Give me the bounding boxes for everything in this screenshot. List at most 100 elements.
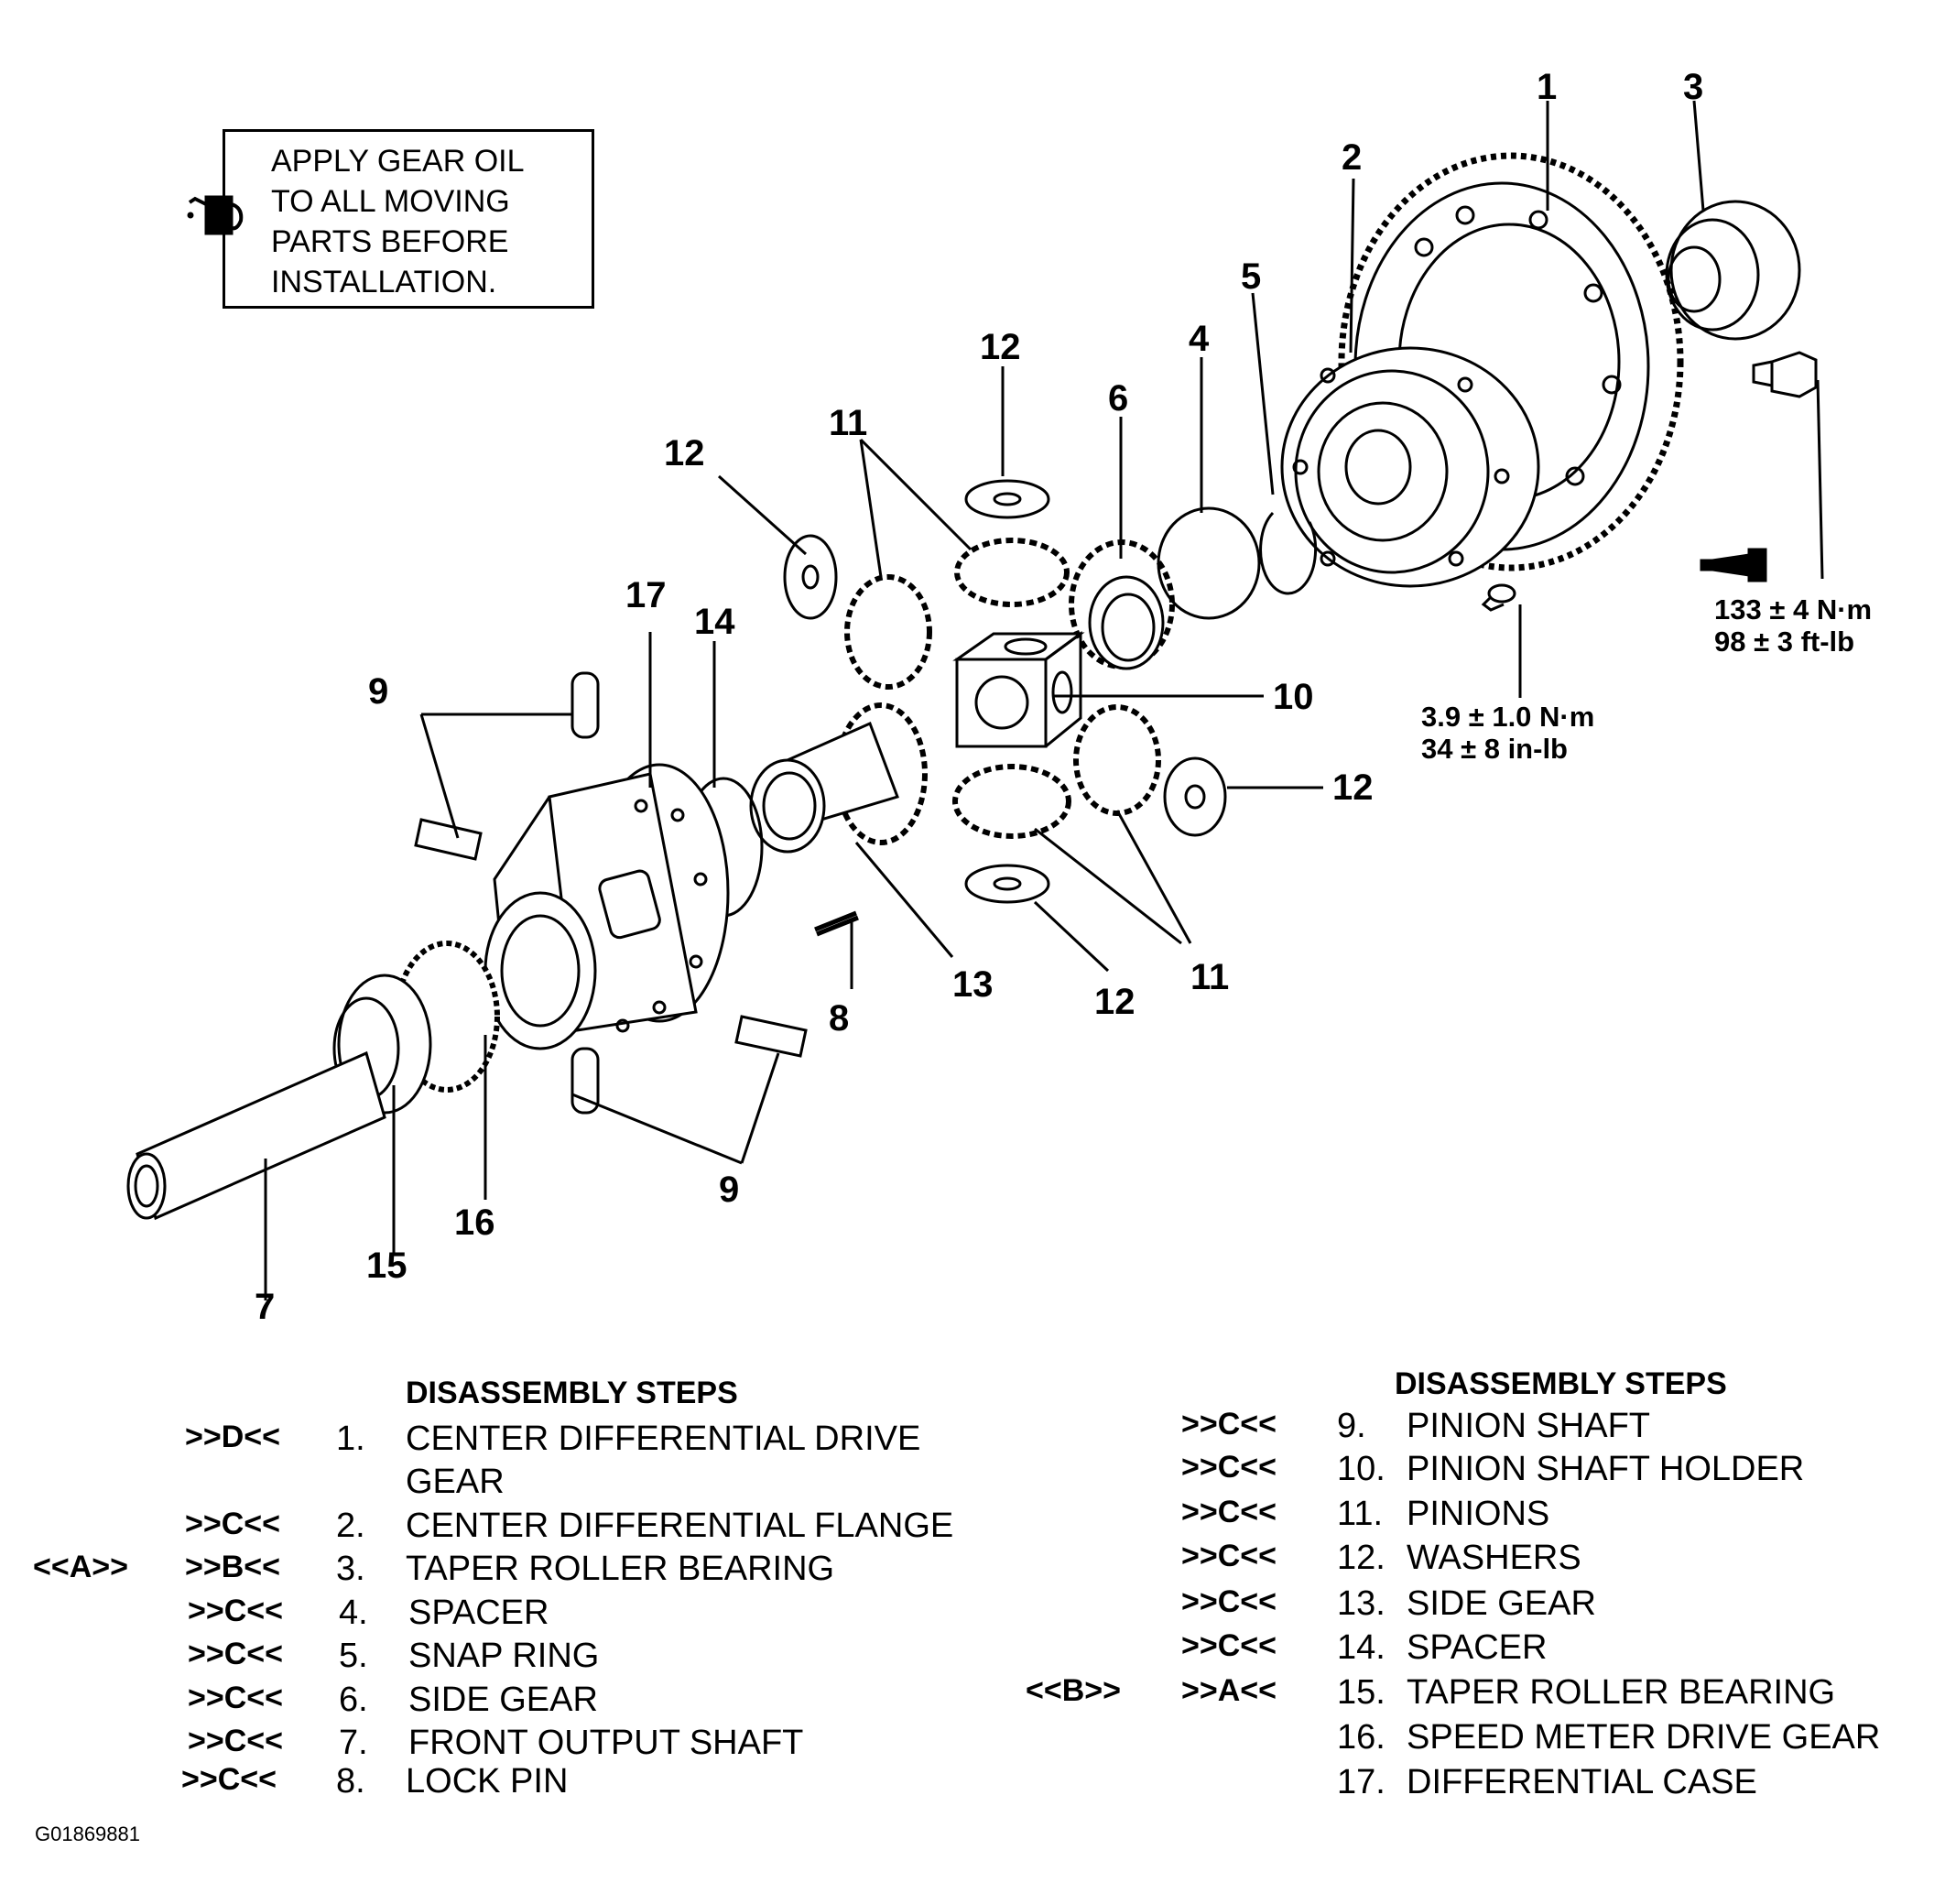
step-code: >>C<< — [188, 1681, 283, 1715]
step-number: 13. — [1337, 1584, 1385, 1623]
step-code: >>C<< — [1181, 1407, 1277, 1442]
callout-4: 4 — [1189, 319, 1210, 359]
step-number: 9. — [1337, 1407, 1366, 1445]
torque-inlb: 34 ± 8 in-lb — [1421, 733, 1568, 765]
drive-gear-bolt — [1752, 351, 1818, 398]
part-13-side-gear — [749, 702, 928, 854]
part-10-pinion-shaft-holder — [952, 631, 1085, 748]
note-line: INSTALLATION. — [271, 265, 497, 299]
step-text: SIDE GEAR — [1407, 1584, 1596, 1623]
callout-12-bottom: 12 — [1094, 982, 1135, 1022]
callout-17: 17 — [625, 575, 667, 615]
callout-13: 13 — [952, 964, 994, 1005]
step-text: PINION SHAFT — [1407, 1407, 1651, 1445]
step-text: PINIONS — [1407, 1495, 1550, 1533]
step-code: >>B<< — [185, 1550, 280, 1584]
step-number: 11. — [1337, 1495, 1384, 1533]
step-code: >>C<< — [1181, 1495, 1277, 1529]
step-text: TAPER ROLLER BEARING — [406, 1550, 835, 1588]
step-text: SIDE GEAR — [408, 1681, 598, 1719]
note-line: PARTS BEFORE — [271, 224, 509, 259]
note-line: APPLY GEAR OIL — [271, 144, 525, 179]
callout-11-bottom: 11 — [1190, 957, 1229, 997]
step-number: 6. — [339, 1681, 368, 1719]
callout-5: 5 — [1241, 256, 1261, 297]
part-9-pinion-shafts — [414, 671, 808, 1115]
callout-2: 2 — [1342, 137, 1362, 178]
step-text: SPACER — [1407, 1628, 1548, 1667]
part-17-differential-case — [484, 763, 730, 1050]
callout-12-top: 12 — [980, 327, 1021, 367]
step-text: SPACER — [408, 1594, 549, 1632]
step-number: 4. — [339, 1594, 368, 1632]
step-text: CENTER DIFFERENTIAL DRIVE — [406, 1420, 921, 1458]
step-number: 2. — [336, 1507, 365, 1545]
step-number: 14. — [1337, 1628, 1385, 1667]
step-number: 17. — [1337, 1763, 1385, 1801]
callout-9-bottom: 9 — [719, 1170, 739, 1210]
step-text: DIFFERENTIAL CASE — [1407, 1763, 1757, 1801]
step-code: >>C<< — [188, 1724, 283, 1758]
step-code: >>C<< — [188, 1637, 283, 1671]
step-number: 7. — [339, 1724, 368, 1762]
step-prefix: <<B>> — [1026, 1673, 1121, 1708]
callout-3: 3 — [1683, 67, 1703, 107]
callout-12-left: 12 — [664, 433, 705, 473]
step-code: >>C<< — [1181, 1539, 1277, 1573]
step-number: 10. — [1337, 1450, 1385, 1488]
sealant-tube-icon — [1700, 548, 1767, 582]
step-number: 8. — [336, 1762, 365, 1801]
plug-torque-spec: 3.9 ± 1.0 N·m 34 ± 8 in-lb — [1421, 701, 1594, 765]
step-code: >>D<< — [185, 1420, 280, 1454]
step-text: LOCK PIN — [406, 1762, 569, 1801]
part-3-taper-roller-bearing — [1665, 200, 1801, 341]
note-box — [223, 129, 594, 309]
callout-9-top: 9 — [368, 671, 388, 712]
step-text: FRONT OUTPUT SHAFT — [408, 1724, 804, 1762]
step-code: >>A<< — [1181, 1673, 1277, 1708]
step-text: WASHERS — [1407, 1539, 1581, 1577]
figure-id: G01869881 — [35, 1822, 140, 1845]
step-number: 12. — [1337, 1539, 1385, 1577]
callout-8: 8 — [829, 998, 849, 1039]
step-text: CENTER DIFFERENTIAL FLANGE — [406, 1507, 954, 1545]
steps-right-heading: DISASSEMBLY STEPS — [1395, 1366, 1727, 1401]
callout-15: 15 — [366, 1246, 407, 1286]
part-2-center-differential-flange — [1280, 346, 1540, 588]
step-code: >>C<< — [1181, 1584, 1277, 1619]
step-text: PINION SHAFT HOLDER — [1407, 1450, 1805, 1488]
part-12-washers — [783, 479, 1227, 904]
bolt-torque-spec: 133 ± 4 N·m 98 ± 3 ft-lb — [1714, 593, 1872, 658]
callout-10: 10 — [1273, 677, 1314, 717]
part-6-side-gear — [1069, 539, 1175, 670]
part-7-front-output-shaft — [126, 1050, 386, 1221]
step-number: 16. — [1337, 1718, 1385, 1757]
callout-6: 6 — [1108, 378, 1128, 419]
leader-lines — [264, 100, 1824, 1300]
callout-14: 14 — [694, 602, 735, 642]
step-code: >>C<< — [181, 1762, 277, 1797]
part-5-snap-ring — [1259, 511, 1318, 595]
step-text: TAPER ROLLER BEARING — [1407, 1673, 1836, 1712]
step-code: >>C<< — [1181, 1450, 1277, 1485]
step-code: >>C<< — [185, 1507, 280, 1541]
callout-11-top: 11 — [829, 403, 867, 443]
oil-can-icon — [187, 195, 244, 235]
steps-left-heading: DISASSEMBLY STEPS — [406, 1376, 738, 1410]
step-number: 15. — [1337, 1673, 1385, 1712]
step-number: 1. — [336, 1420, 365, 1458]
callout-1: 1 — [1537, 67, 1557, 107]
note-line: TO ALL MOVING — [271, 184, 510, 219]
flange-plug — [1481, 583, 1516, 612]
note-text: APPLY GEAR OIL TO ALL MOVING PARTS BEFOR… — [271, 141, 525, 302]
callout-7: 7 — [255, 1287, 275, 1327]
callout-16: 16 — [454, 1202, 495, 1243]
torque-nm: 3.9 ± 1.0 N·m — [1421, 701, 1595, 733]
step-text: SNAP RING — [408, 1637, 600, 1675]
step-text: GEAR — [406, 1463, 505, 1501]
step-number: 5. — [339, 1637, 368, 1675]
step-prefix: <<A>> — [33, 1550, 128, 1584]
step-code: >>C<< — [188, 1594, 283, 1628]
callout-12-right: 12 — [1332, 767, 1374, 808]
